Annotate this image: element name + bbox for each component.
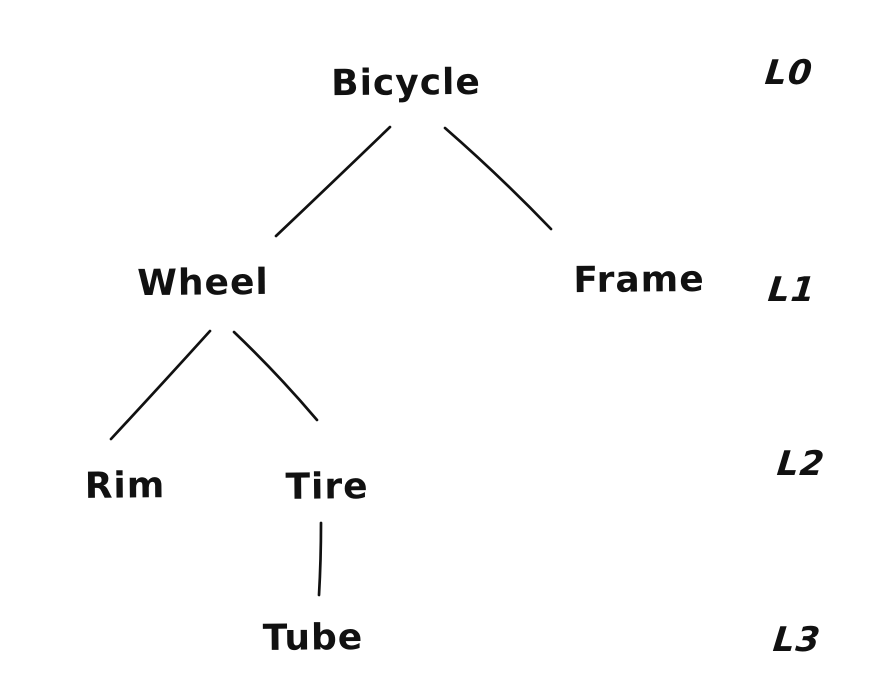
level-label-l3: L3 <box>771 620 823 660</box>
edge-bicycle-wheel <box>274 125 392 238</box>
node-bicycle: Bicycle <box>330 61 482 105</box>
level-label-l0: L0 <box>763 53 815 93</box>
node-rim: Rim <box>84 465 166 507</box>
level-label-l1: L1 <box>766 270 818 310</box>
edge-wheel-rim <box>109 329 212 441</box>
edge-wheel-tire <box>232 330 319 422</box>
node-wheel: Wheel <box>137 261 269 305</box>
level-label-l2: L2 <box>775 444 827 484</box>
node-tube: Tube <box>262 617 364 659</box>
edge-tire-tube <box>317 521 323 597</box>
edge-bicycle-frame <box>443 126 553 231</box>
node-tire: Tire <box>285 466 369 508</box>
node-frame: Frame <box>573 258 705 302</box>
